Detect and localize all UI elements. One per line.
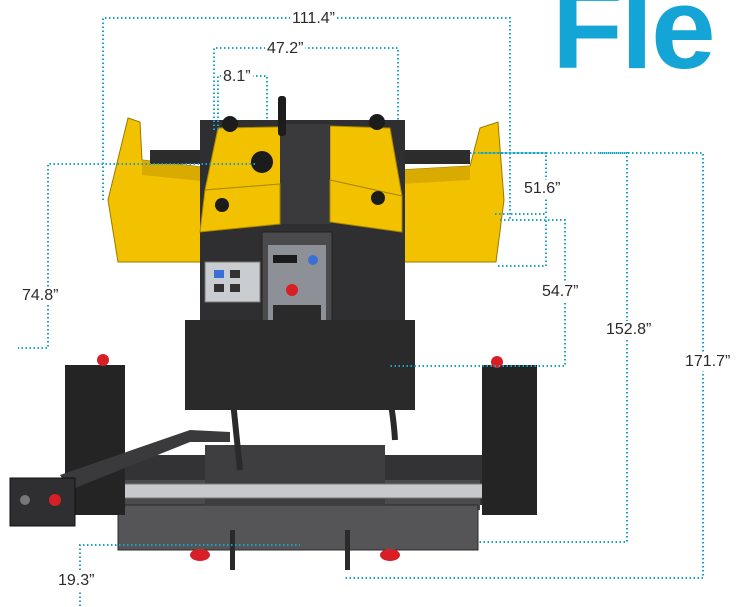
dim-label-bottom-offset: 19.3” — [56, 572, 97, 590]
paver-machine-image — [9, 96, 537, 570]
auger-tube — [99, 483, 501, 499]
dim-label-hopper-width: 47.2” — [265, 40, 306, 58]
dim-line-hopper-width — [213, 47, 399, 130]
right-extension-frame — [482, 365, 537, 515]
right-hopper-wing — [399, 121, 505, 263]
dim-label-height-a: 51.6” — [522, 180, 563, 198]
dim-line-height-b — [390, 219, 566, 367]
dim-label-overall-width: 111.4” — [290, 10, 337, 28]
headline-fragment: Fle — [552, 0, 716, 93]
dim-line-offset-top — [217, 75, 268, 130]
dim-label-length-b: 171.7” — [683, 353, 733, 371]
dim-line-bottom-offset — [79, 544, 300, 606]
dim-line-length-a — [470, 152, 628, 543]
side-control-box — [204, 261, 261, 303]
dim-label-length-a: 152.8” — [604, 321, 654, 339]
remote-control-box — [9, 477, 76, 527]
dim-label-height-left: 74.8” — [20, 287, 61, 305]
dim-label-offset-top: 8.1” — [221, 68, 253, 86]
left-hopper-wing — [107, 117, 211, 263]
dim-label-height-b: 54.7” — [540, 283, 581, 301]
remote-arm — [60, 430, 230, 490]
